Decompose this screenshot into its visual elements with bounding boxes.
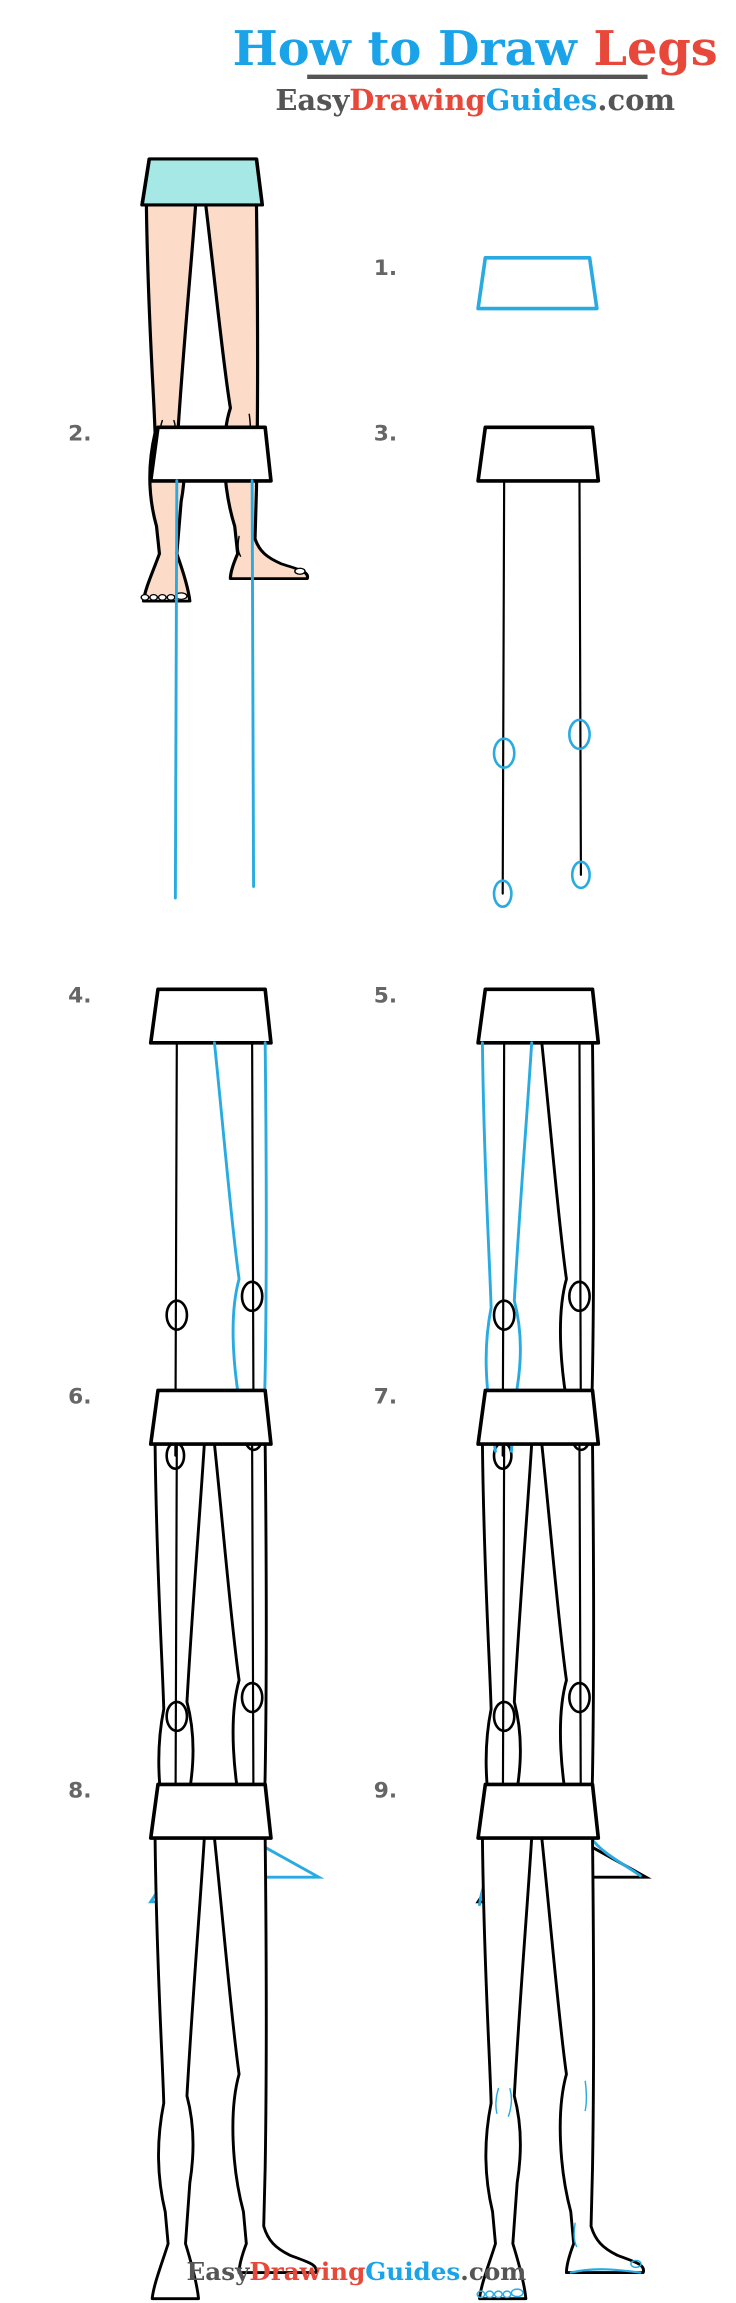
- step-9-drawing: [476, 1782, 645, 2301]
- right-big-toe: [630, 2259, 642, 2269]
- step-label-3: 3.: [374, 421, 397, 446]
- right-ankle-detail: [237, 535, 242, 557]
- right-knee-circle: [568, 1681, 591, 1714]
- step-4-drawing: [148, 987, 273, 1471]
- leg-contour-1: [262, 1442, 268, 1840]
- header-brand: EasyDrawingGuides.com: [275, 83, 675, 117]
- step-label-2: 2.: [68, 421, 91, 446]
- toe-1: [476, 2290, 486, 2299]
- skirt-outline: [476, 425, 601, 483]
- skirt-outline: [148, 425, 273, 483]
- right-leg: [204, 204, 310, 581]
- skirt-outline: [148, 1388, 273, 1446]
- left-knee-circle: [165, 1700, 189, 1733]
- toe-4: [166, 593, 176, 601]
- left-ankle-circle: [492, 879, 513, 909]
- step-label-9: 9.: [374, 1778, 397, 1803]
- skirt-outline: [476, 1388, 601, 1446]
- big-toe: [510, 2288, 524, 2298]
- finished-legs-illustration: [140, 157, 310, 603]
- right-leg-guide-line: [251, 1442, 255, 1840]
- right-sole-detail: [569, 2268, 642, 2274]
- left-leg-guide-line: [173, 479, 179, 900]
- left-leg-inner-contour: [509, 1041, 534, 1453]
- step-label-4: 4.: [68, 983, 91, 1008]
- left-leg-outer-contour: [480, 1041, 497, 1453]
- right-knee-circle: [568, 718, 591, 751]
- step-2-drawing: [148, 425, 273, 900]
- toe-2: [485, 2290, 495, 2299]
- left-leg-guide-line: [501, 479, 506, 895]
- right-knee-circle: [240, 1280, 264, 1313]
- step-1-skirt-shape: [476, 256, 599, 311]
- step-label-7: 7.: [374, 1385, 397, 1410]
- left-leg: [141, 204, 198, 603]
- right-leg-outline: [540, 1837, 645, 2275]
- page-title: How to Draw Legs: [233, 21, 718, 77]
- toe-1: [140, 593, 150, 601]
- left-leg-outline: [478, 1837, 534, 2301]
- right-foot-top-contour: [589, 1836, 642, 1878]
- toe-4: [502, 2290, 512, 2299]
- right-leg-guide-line: [251, 1041, 255, 1438]
- left-leg-guide-line: [174, 1041, 178, 1457]
- left-leg-guide-line: [501, 1041, 506, 1457]
- toe-3: [493, 2290, 503, 2299]
- skirt-outline: [148, 987, 273, 1045]
- left-knee-circle: [492, 1299, 516, 1331]
- right-leg-inner-contour: [540, 1041, 576, 1439]
- step-label-1: 1.: [374, 256, 397, 281]
- right-knee-circle: [568, 1280, 591, 1313]
- right-knee-circle: [240, 1681, 264, 1714]
- right-leg-outer-contour: [262, 1041, 268, 1439]
- toe-2: [149, 593, 159, 601]
- leg-contour-2: [213, 1442, 248, 1840]
- right-leg-guide-line: [578, 479, 583, 876]
- leg-contour-1: [589, 1442, 596, 1840]
- right-leg-guide-line: [578, 1041, 583, 1438]
- leg-contour-4: [509, 1442, 534, 1854]
- skirt-outline: [476, 1782, 601, 1840]
- right-leg-outer-contour: [589, 1041, 596, 1439]
- step-label-6: 6.: [68, 1385, 91, 1410]
- toe-3: [157, 593, 167, 601]
- skirt-outline: [148, 1782, 273, 1840]
- left-knee-detail-2: [507, 2087, 513, 2117]
- step-label-8: 8.: [68, 1778, 91, 1803]
- right-leg-outline: [213, 1837, 318, 2275]
- left-knee-circle: [492, 737, 516, 769]
- leg-contour-4: [182, 1442, 206, 1854]
- right-ankle-detail: [573, 2222, 578, 2248]
- right-big-toe: [294, 567, 306, 575]
- step-3-drawing: [476, 425, 601, 909]
- right-leg-inner-contour: [213, 1041, 248, 1439]
- right-knee-detail: [584, 2080, 588, 2112]
- left-knee-detail: [495, 2087, 500, 2114]
- step-8-drawing: [148, 1782, 318, 2301]
- leg-contour-2: [540, 1442, 576, 1840]
- left-knee-circle: [492, 1700, 516, 1733]
- left-knee-circle: [165, 1299, 189, 1331]
- step-label-5: 5.: [374, 983, 397, 1008]
- footer-brand: EasyDrawingGuides.com: [187, 2257, 527, 2286]
- right-leg-guide-line: [578, 1442, 583, 1840]
- skirt: [140, 157, 265, 207]
- left-leg-outline: [150, 1837, 206, 2301]
- right-leg-guide-line: [250, 479, 256, 888]
- skirt-outline: [476, 987, 601, 1045]
- right-ankle-circle: [570, 860, 591, 890]
